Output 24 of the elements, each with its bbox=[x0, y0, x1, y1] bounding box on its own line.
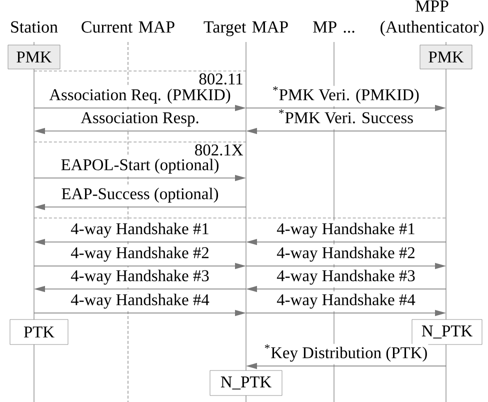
lifeline-header: Target MAP bbox=[204, 21, 288, 36]
protocol-label: 802.1X bbox=[195, 144, 244, 156]
lifeline-header: Station bbox=[11, 21, 58, 33]
edge-label: 4-way Handshake #4 bbox=[70, 291, 210, 312]
edge-label: 4-way Handshake #3 bbox=[70, 267, 210, 288]
edge-label: EAPOL-Start (optional) bbox=[60, 156, 220, 176]
edge-label: 4-way Handshake #4 bbox=[276, 291, 416, 312]
edge-label: Association Req. (PMKID) bbox=[48, 86, 232, 106]
protocol-label: 802.11 bbox=[199, 73, 242, 85]
key-box: PMK bbox=[8, 44, 60, 70]
key-box: PTK bbox=[10, 319, 68, 345]
edge-label: 4-way Handshake #1 bbox=[70, 220, 210, 240]
edge-label: EAP-Success (optional) bbox=[60, 185, 220, 206]
edge-label: 4-way Handshake #1 bbox=[276, 220, 416, 240]
edge-label: 4-way Handshake #2 bbox=[70, 244, 210, 264]
edge-label: 4-way Handshake #3 bbox=[276, 267, 416, 288]
edge-label: Association Resp. bbox=[80, 109, 200, 130]
lifeline-header: MPP (Authenticator) bbox=[380, 0, 484, 36]
edge-label: $^{*}$Key Distribution (PTK) bbox=[264, 344, 428, 364]
edge-label: $^{*}$PMK Veri. (PMKID) bbox=[272, 86, 420, 106]
edge-label: $^{*}$PMK Veri. Success bbox=[278, 108, 414, 130]
lifeline-header: Current MAP bbox=[82, 21, 174, 33]
lifeline-header: MP ... bbox=[313, 21, 354, 33]
edge-label: 4-way Handshake #2 bbox=[276, 244, 416, 264]
